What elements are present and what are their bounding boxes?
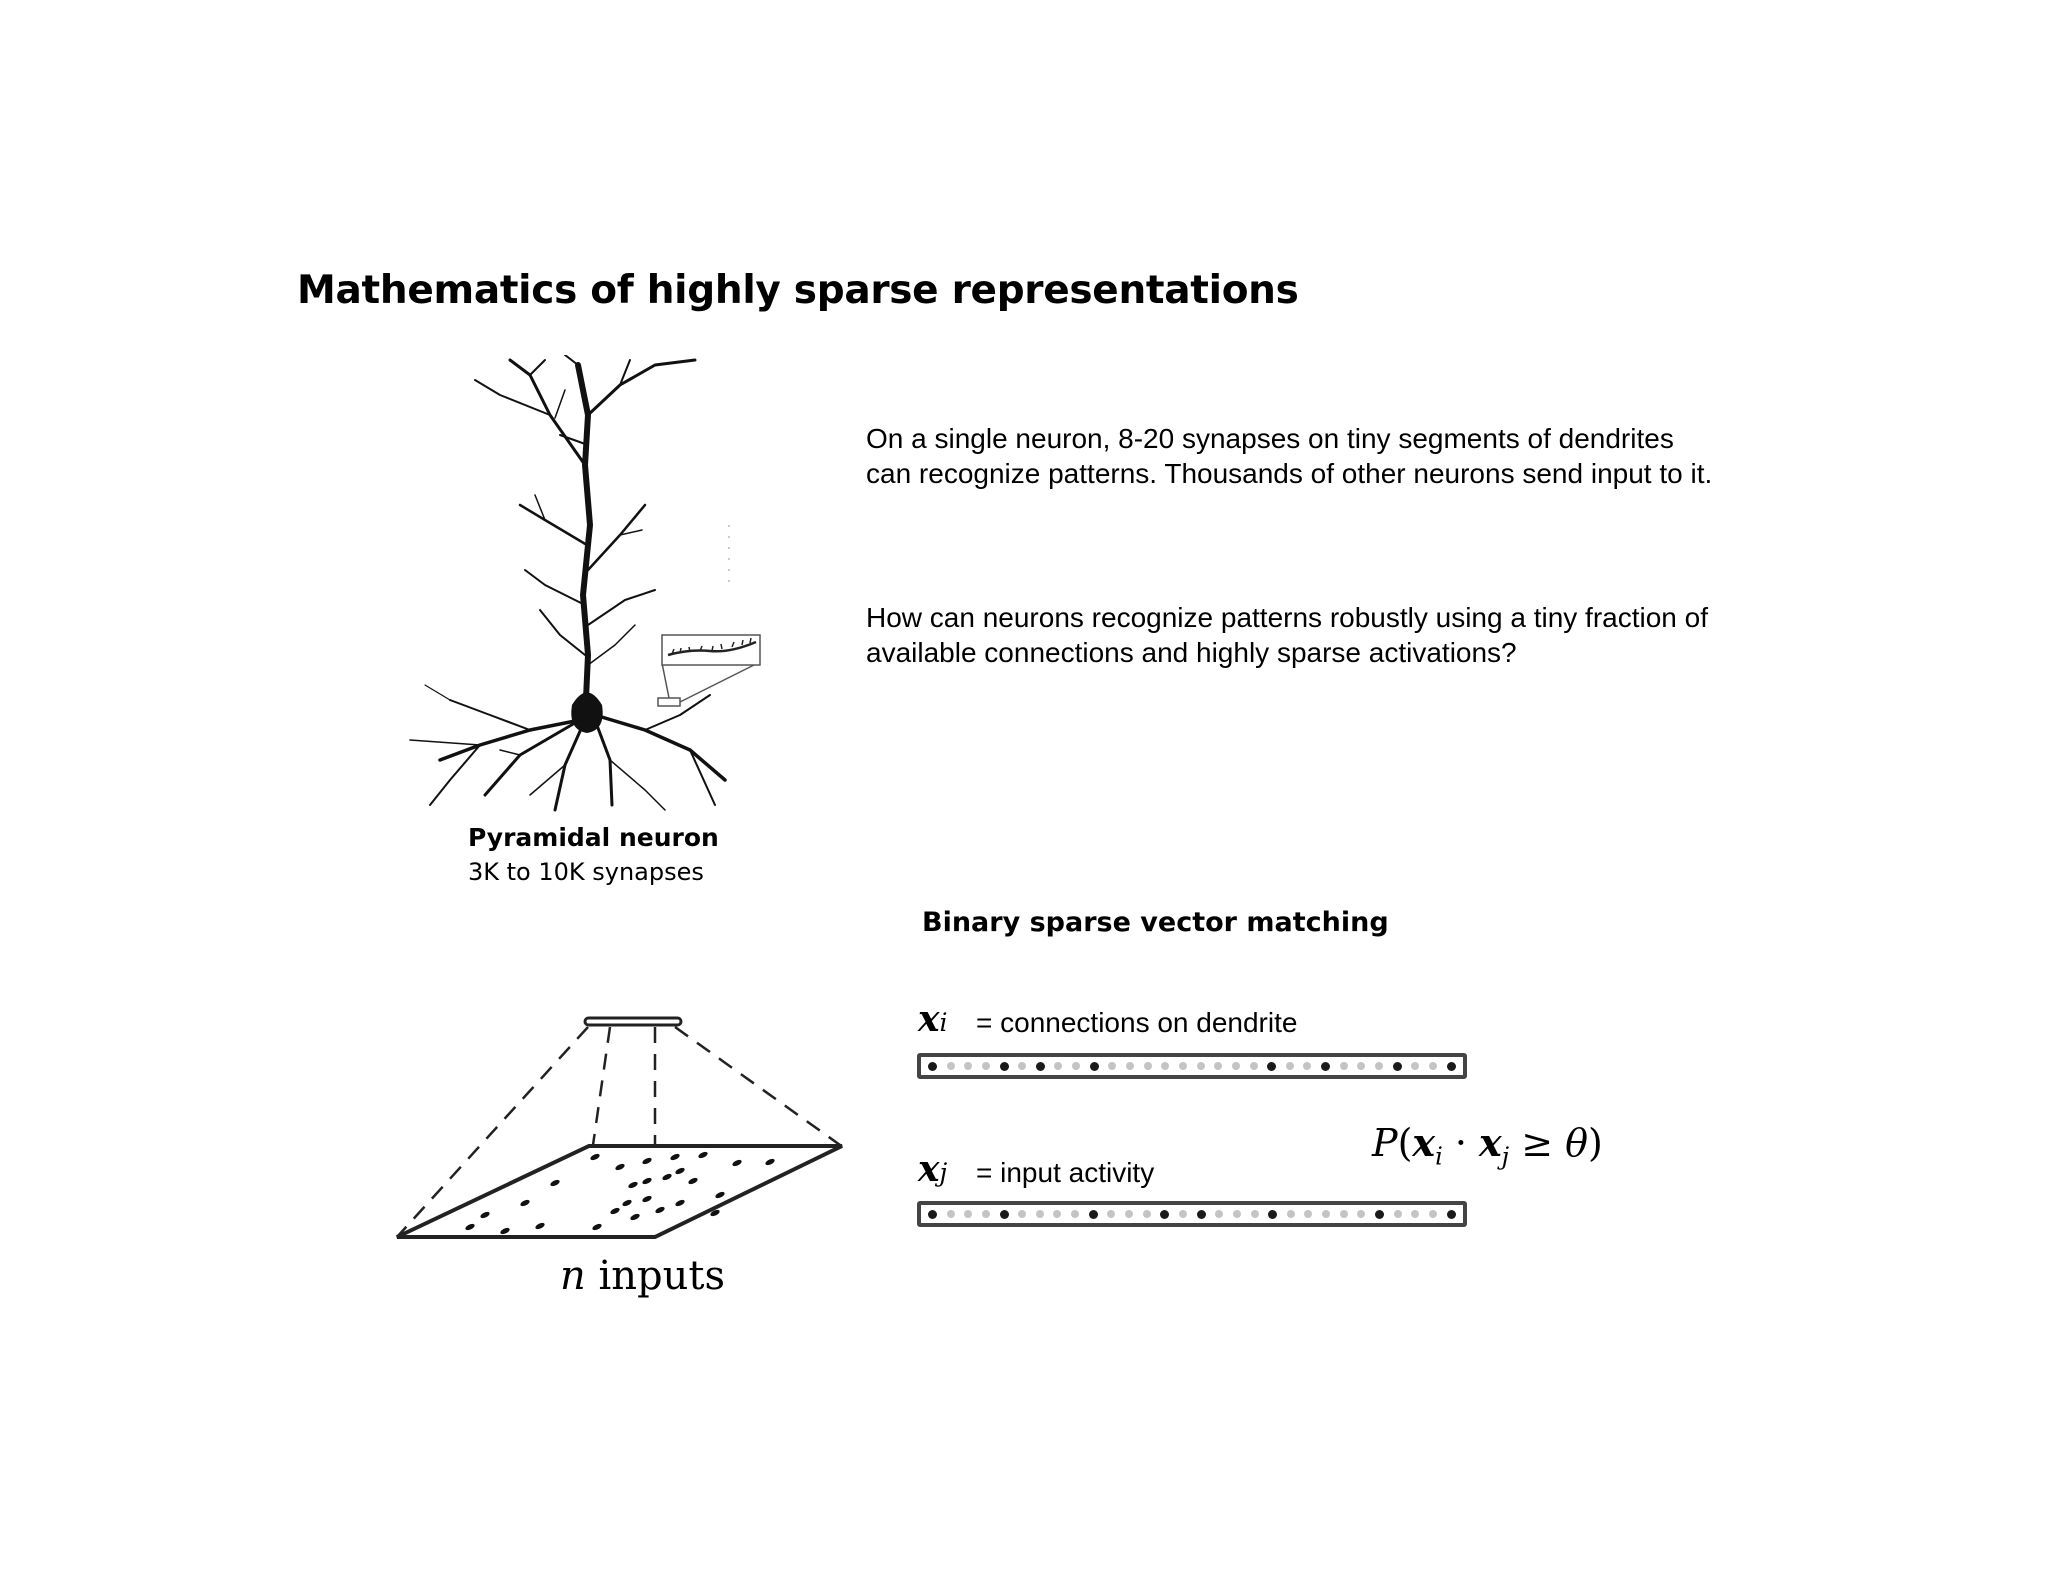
dendrite-segment: [583, 1016, 683, 1027]
inactive-bit-dot: [1178, 1210, 1187, 1218]
inactive-bit-dot: [1357, 1210, 1366, 1218]
active-bit-dot: [1196, 1209, 1206, 1219]
inactive-bit-dot: [1053, 1210, 1062, 1218]
inactive-bit-dot: [1250, 1210, 1259, 1218]
active-bit-dot: [999, 1209, 1009, 1219]
inactive-bit-dot: [1215, 1210, 1224, 1218]
inactive-bit-dot: [1143, 1062, 1152, 1070]
vector-xj-bar: [917, 1201, 1467, 1227]
active-bit-dot: [1160, 1209, 1170, 1219]
neuron-caption-synapses: 3K to 10K synapses: [468, 858, 704, 886]
active-bit-dot: [1446, 1209, 1456, 1219]
formula-p: P: [1372, 1121, 1398, 1165]
inactive-bit-dot: [1178, 1062, 1187, 1070]
vector-xi-symbol: xi: [918, 998, 947, 1040]
description-paragraph-1: On a single neuron, 8-20 synapses on tin…: [866, 423, 1713, 489]
inactive-bit-dot: [1107, 1210, 1116, 1218]
inactive-bit-dot: [1231, 1062, 1240, 1070]
page-title: Mathematics of highly sparse representat…: [297, 268, 1299, 313]
inactive-bit-dot: [1304, 1210, 1313, 1218]
active-bit-dot: [1268, 1209, 1278, 1219]
inactive-bit-dot: [1018, 1062, 1027, 1070]
formula-ge: ≥: [1509, 1121, 1566, 1165]
formula-xi-subscript: i: [1435, 1142, 1443, 1171]
inactive-bit-dot: [1428, 1062, 1437, 1070]
active-bit-dot: [1392, 1061, 1402, 1071]
inactive-bit-dot: [1339, 1210, 1348, 1218]
active-bit-dot: [1321, 1061, 1331, 1071]
inactive-bit-dot: [1018, 1210, 1027, 1218]
inactive-bit-dot: [1339, 1062, 1348, 1070]
xi-subscript: i: [939, 1008, 948, 1037]
inactive-bit-dot: [1375, 1062, 1384, 1070]
inactive-bit-dot: [1108, 1062, 1117, 1070]
inactive-bit-dot: [1126, 1062, 1135, 1070]
xj-letter: x: [918, 1148, 940, 1190]
inactive-bit-dot: [1125, 1210, 1134, 1218]
inactive-bit-dot: [981, 1210, 990, 1218]
inactive-bit-dot: [1196, 1062, 1205, 1070]
input-projection-diagram: [396, 1016, 843, 1239]
inactive-bit-dot: [1142, 1210, 1151, 1218]
inactive-bit-dot: [1411, 1210, 1420, 1218]
match-probability-formula: P(xi · xj ≥ θ): [1372, 1120, 1603, 1171]
inactive-bit-dot: [1249, 1062, 1258, 1070]
active-bit-dot: [1088, 1209, 1098, 1219]
formula-open-paren: (: [1397, 1121, 1413, 1165]
inputs-word: inputs: [585, 1253, 726, 1299]
formula-theta: θ: [1565, 1121, 1588, 1165]
inactive-bit-dot: [1072, 1062, 1081, 1070]
inactive-bit-dot: [946, 1062, 955, 1070]
xj-subscript: j: [939, 1158, 948, 1187]
inactive-bit-dot: [1071, 1210, 1080, 1218]
n-inputs-label: n inputs: [560, 1253, 725, 1299]
active-bit-dot: [1267, 1061, 1277, 1071]
pyramidal-neuron-illustration: [409, 355, 761, 812]
inactive-bit-dot: [1286, 1210, 1295, 1218]
active-bit-dot: [928, 1061, 937, 1071]
inactive-bit-dot: [1357, 1062, 1366, 1070]
inactive-bit-dot: [964, 1062, 973, 1070]
formula-dot: ·: [1442, 1121, 1479, 1165]
inactive-bit-dot: [1411, 1062, 1420, 1070]
inactive-bit-dot: [1054, 1062, 1063, 1070]
inactive-bit-dot: [1393, 1210, 1402, 1218]
vector-xj-symbol: xj: [918, 1148, 947, 1190]
formula-xj: x: [1479, 1120, 1502, 1165]
inactive-bit-dot: [946, 1210, 955, 1218]
inactive-bit-dot: [1161, 1062, 1170, 1070]
formula-close-paren: ): [1588, 1121, 1603, 1165]
inactive-bit-dot: [1214, 1062, 1223, 1070]
vector-xi-description: = connections on dendrite: [976, 1007, 1298, 1038]
inactive-bit-dot: [1303, 1062, 1312, 1070]
inactive-bit-dot: [1232, 1210, 1241, 1218]
formula-xi: x: [1412, 1120, 1436, 1165]
inactive-bit-dot: [1285, 1062, 1294, 1070]
formula-xj-subscript: j: [1501, 1142, 1510, 1171]
xi-letter: x: [918, 998, 940, 1040]
inactive-bit-dot: [1035, 1210, 1044, 1218]
input-plane: [396, 1144, 843, 1239]
vector-xi-bar: [917, 1053, 1467, 1079]
neuron-caption-title: Pyramidal neuron: [468, 823, 719, 852]
inactive-bit-dot: [964, 1210, 973, 1218]
description-paragraph-2: How can neurons recognize patterns robus…: [866, 602, 1709, 668]
inactive-bit-dot: [1322, 1210, 1331, 1218]
inactive-bit-dot: [981, 1062, 990, 1070]
active-bit-dot: [1089, 1061, 1099, 1071]
inactive-bit-dot: [1428, 1210, 1437, 1218]
active-bit-dot: [928, 1209, 937, 1219]
active-bit-dot: [1446, 1061, 1456, 1071]
active-bit-dot: [1035, 1061, 1045, 1071]
active-bit-dot: [999, 1061, 1009, 1071]
vector-xj-description: = input activity: [976, 1157, 1155, 1188]
n-symbol: n: [560, 1253, 586, 1299]
active-bit-dot: [1375, 1209, 1385, 1219]
section-heading: Binary sparse vector matching: [922, 907, 1389, 938]
